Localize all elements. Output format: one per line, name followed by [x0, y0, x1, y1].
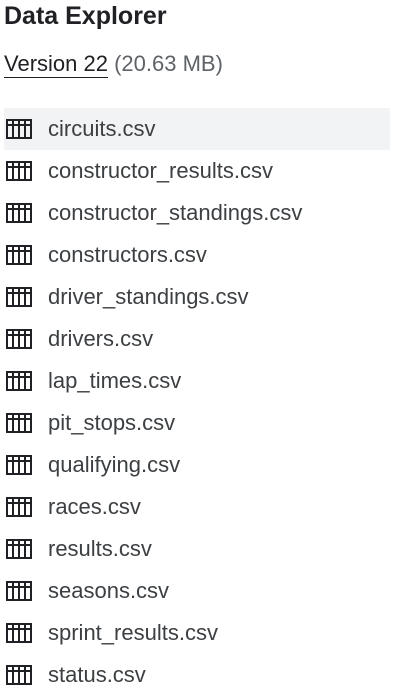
- file-list-item[interactable]: driver_standings.csv: [4, 276, 390, 318]
- file-list: circuits.csv constructor_results.csv con…: [4, 108, 390, 692]
- file-list-item[interactable]: qualifying.csv: [4, 444, 390, 486]
- table-icon: [6, 245, 32, 265]
- file-name: constructors.csv: [48, 242, 207, 267]
- file-name: constructor_standings.csv: [48, 200, 303, 225]
- file-name: driver_standings.csv: [48, 284, 249, 309]
- version-line: Version 22 (20.63 MB): [4, 48, 223, 80]
- file-name: circuits.csv: [48, 116, 156, 141]
- table-icon: [6, 539, 32, 559]
- file-list-item[interactable]: drivers.csv: [4, 318, 390, 360]
- file-list-item[interactable]: circuits.csv: [4, 108, 390, 150]
- table-icon: [6, 497, 32, 517]
- table-icon: [6, 455, 32, 475]
- file-name: constructor_results.csv: [48, 158, 273, 183]
- file-name: lap_times.csv: [48, 368, 182, 393]
- file-list-item[interactable]: constructor_results.csv: [4, 150, 390, 192]
- file-name: qualifying.csv: [48, 452, 181, 477]
- file-name: drivers.csv: [48, 326, 154, 351]
- file-name: seasons.csv: [48, 578, 170, 603]
- table-icon: [6, 371, 32, 391]
- file-list-item[interactable]: seasons.csv: [4, 570, 390, 612]
- table-icon: [6, 203, 32, 223]
- file-list-item[interactable]: lap_times.csv: [4, 360, 390, 402]
- file-list-item[interactable]: status.csv: [4, 654, 390, 692]
- file-list-item[interactable]: sprint_results.csv: [4, 612, 390, 654]
- table-icon: [6, 329, 32, 349]
- file-list-item[interactable]: constructor_standings.csv: [4, 192, 390, 234]
- file-name: status.csv: [48, 662, 146, 687]
- table-icon: [6, 623, 32, 643]
- table-icon: [6, 581, 32, 601]
- file-list-item[interactable]: results.csv: [4, 528, 390, 570]
- table-icon: [6, 665, 32, 685]
- panel-title: Data Explorer: [4, 2, 167, 30]
- file-list-item[interactable]: races.csv: [4, 486, 390, 528]
- table-icon: [6, 287, 32, 307]
- file-list-item[interactable]: constructors.csv: [4, 234, 390, 276]
- file-list-item[interactable]: pit_stops.csv: [4, 402, 390, 444]
- table-icon: [6, 413, 32, 433]
- table-icon: [6, 161, 32, 181]
- version-size: (20.63 MB): [114, 51, 223, 76]
- file-name: races.csv: [48, 494, 141, 519]
- file-name: results.csv: [48, 536, 152, 561]
- version-link[interactable]: Version 22: [4, 51, 108, 78]
- file-name: sprint_results.csv: [48, 620, 218, 645]
- file-name: pit_stops.csv: [48, 410, 176, 435]
- table-icon: [6, 119, 32, 139]
